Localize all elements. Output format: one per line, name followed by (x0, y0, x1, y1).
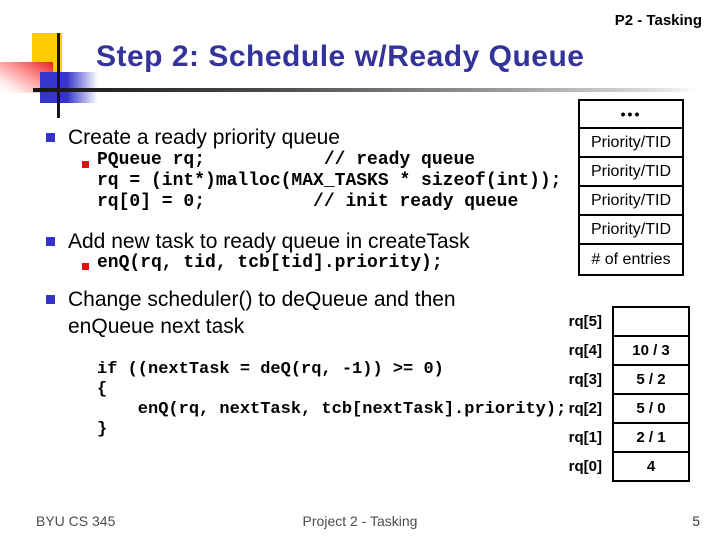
queue-cell-count: # of entries (578, 243, 684, 276)
queue-cell: Priority/TID (578, 156, 684, 187)
sub-bullet-square-icon (82, 161, 89, 168)
rq-row: rq[5] (540, 306, 690, 337)
rq-value-cell (612, 306, 690, 337)
rq-index-label: rq[5] (568, 313, 602, 330)
corner-label: P2 - Tasking (614, 12, 702, 29)
rq-row: rq[2] 5 / 0 (540, 393, 690, 424)
queue-cell: Priority/TID (578, 127, 684, 158)
rq-index-label: rq[1] (568, 429, 602, 446)
rq-index-label: rq[0] (568, 458, 602, 475)
footer-project: Project 2 - Tasking (302, 513, 418, 529)
bullet-add-task: Add new task to ready queue in createTas… (68, 230, 470, 253)
bullet-change-scheduler: Change scheduler() to deQueue and then e… (68, 288, 456, 338)
rq-value-cell: 2 / 1 (612, 422, 690, 453)
bullet-square-icon (46, 237, 55, 246)
bullet-square-icon (46, 133, 55, 142)
bullet-square-icon (46, 295, 55, 304)
footer-course: BYU CS 345 (36, 513, 116, 529)
rq-value-cell: 4 (612, 451, 690, 482)
queue-cell-more: ••• (578, 99, 684, 129)
rq-index-label: rq[4] (568, 342, 602, 359)
rq-index-label: rq[3] (568, 371, 602, 388)
priority-queue-diagram: ••• Priority/TID Priority/TID Priority/T… (578, 99, 684, 276)
decoration-blue-gradient-square (40, 72, 100, 103)
rq-value-cell: 10 / 3 (612, 335, 690, 366)
title-divider-line (33, 88, 700, 92)
rq-row: rq[1] 2 / 1 (540, 422, 690, 453)
sub-bullet-square-icon (82, 263, 89, 270)
rq-row: rq[4] 10 / 3 (540, 335, 690, 366)
rq-value-cell: 5 / 0 (612, 393, 690, 424)
rq-row: rq[3] 5 / 2 (540, 364, 690, 395)
slide-title: Step 2: Schedule w/Ready Queue (96, 40, 585, 73)
queue-cell: Priority/TID (578, 185, 684, 216)
queue-cell: Priority/TID (578, 214, 684, 245)
decoration-vertical-line (57, 33, 60, 118)
rq-value-cell: 5 / 2 (612, 364, 690, 395)
bullet-create-queue: Create a ready priority queue (68, 126, 340, 149)
rq-row: rq[0] 4 (540, 451, 690, 482)
code-scheduler: if ((nextTask = deQ(rq, -1)) >= 0) { enQ… (97, 360, 567, 439)
code-enqueue: enQ(rq, tid, tcb[tid].priority); (97, 253, 443, 273)
footer-page-number: 5 (692, 513, 700, 529)
code-create-queue: PQueue rq; // ready queue rq = (int*)mal… (97, 150, 562, 212)
ready-queue-contents-diagram: rq[5] rq[4] 10 / 3 rq[3] 5 / 2 rq[2] 5 /… (540, 306, 690, 482)
rq-index-label: rq[2] (568, 400, 602, 417)
